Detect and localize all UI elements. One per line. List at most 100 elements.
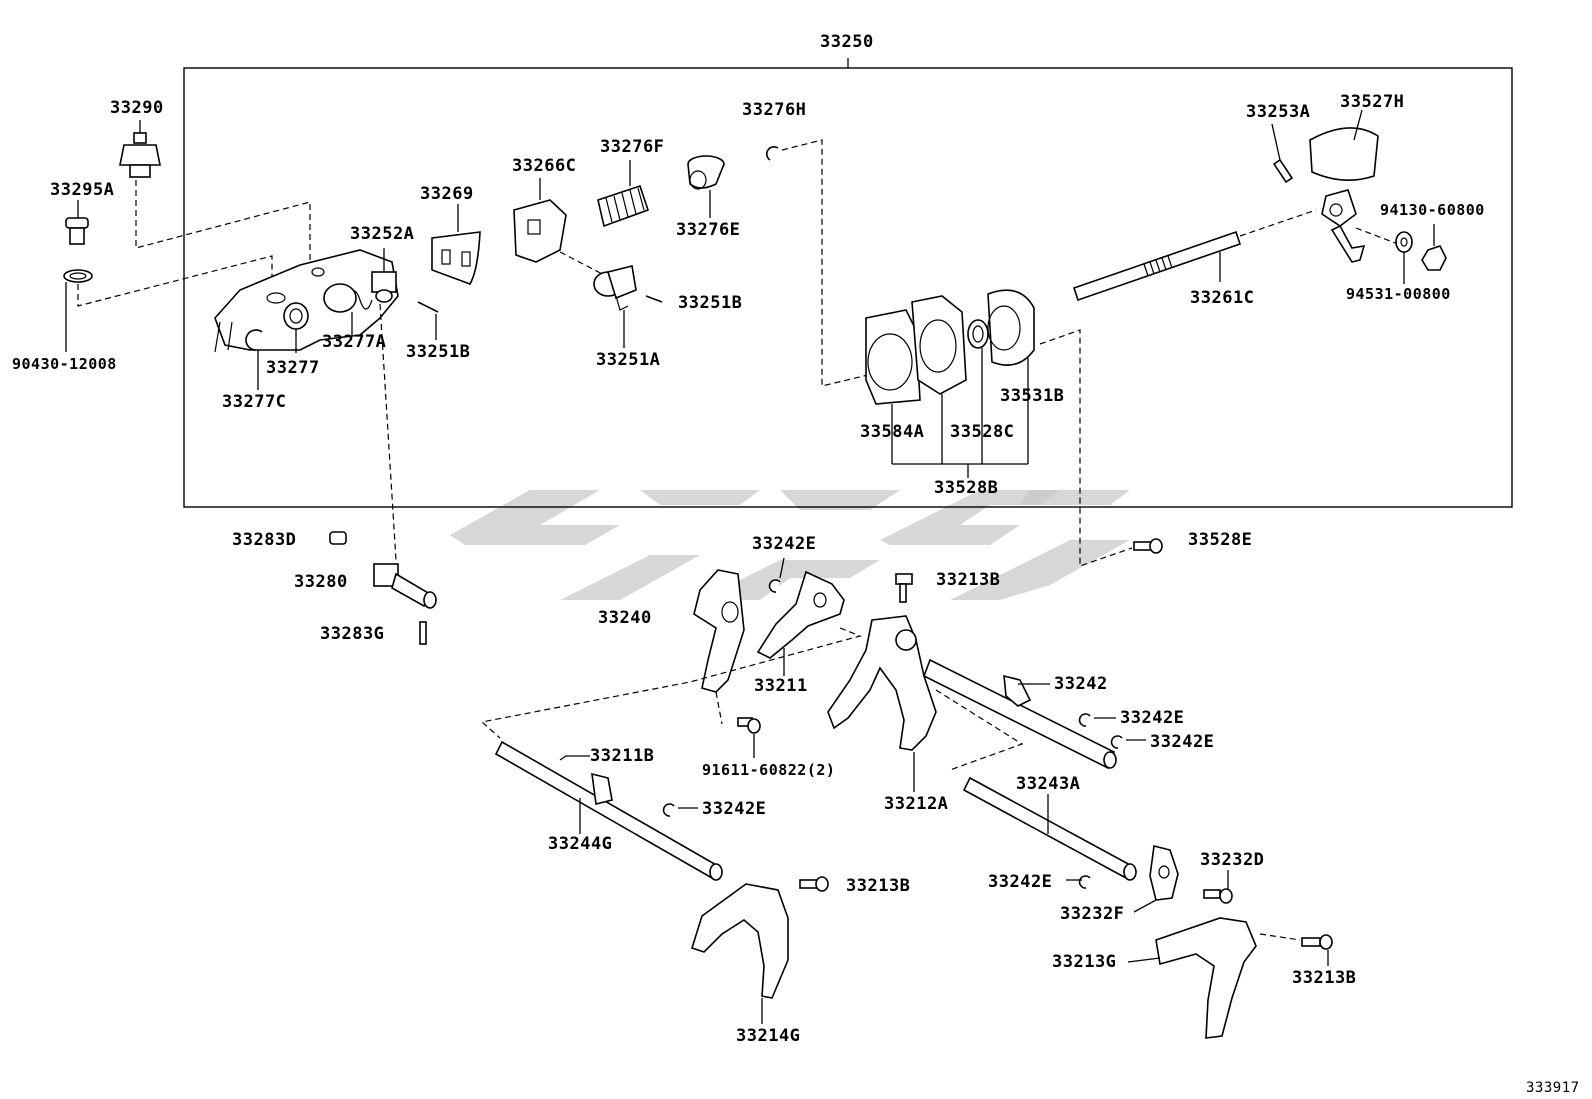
callout-94130-60800: 94130-60800 <box>1380 201 1485 219</box>
assembly-line <box>1039 329 1133 567</box>
nut-part <box>1421 224 1447 271</box>
selector-shaft-part <box>373 563 437 609</box>
callout-33232f: 33232F <box>1060 904 1125 924</box>
spring-part <box>597 160 650 228</box>
pin-part <box>1272 158 1294 184</box>
washer-part <box>1395 231 1413 284</box>
pin-part <box>417 301 439 313</box>
plug-part <box>65 200 89 245</box>
callout-33528b: 33528B <box>934 478 999 498</box>
shift-fork-part <box>691 883 789 1024</box>
callout-33283d: 33283D <box>232 530 297 550</box>
oil-seal-part <box>967 319 989 349</box>
bracket-part <box>513 178 567 263</box>
bolt-part <box>1203 870 1233 904</box>
callout-33280: 33280 <box>294 572 348 592</box>
cover-plate-part <box>865 309 921 405</box>
assembly-line <box>1259 933 1301 941</box>
callout-33269: 33269 <box>420 184 474 204</box>
callout-33528e: 33528E <box>1188 530 1253 550</box>
callout-33276e: 33276E <box>676 220 741 240</box>
callout-33213g: 33213G <box>1052 952 1117 972</box>
snap-ring-part <box>245 329 263 351</box>
snap-ring-part <box>1078 875 1091 889</box>
callout-33214g: 33214G <box>736 1026 801 1046</box>
callout-33243a: 33243A <box>1016 774 1081 794</box>
shift-fork-part <box>827 615 937 792</box>
callout-33250: 33250 <box>820 32 874 52</box>
callout-90430-12008: 90430-12008 <box>12 355 117 373</box>
plug-part <box>329 531 347 545</box>
assembly-line <box>1239 209 1317 237</box>
sensor-switch-part <box>119 120 161 178</box>
pin-part <box>645 295 663 303</box>
bracket-lines <box>891 348 1029 478</box>
assembly-line <box>77 255 273 307</box>
callout-33277: 33277 <box>266 358 320 378</box>
callout-33277c: 33277C <box>222 392 287 412</box>
bolt-part <box>1301 934 1333 966</box>
callout-33242e: 33242E <box>1120 708 1185 728</box>
drawing-number: 333917 <box>1526 1080 1580 1096</box>
snap-ring-part <box>1078 713 1091 727</box>
callout-33283g: 33283G <box>320 624 385 644</box>
callout-33276f: 33276F <box>600 137 665 157</box>
shift-fork-part <box>1127 917 1257 1039</box>
callout-33211: 33211 <box>754 676 808 696</box>
callout-33240: 33240 <box>598 608 652 628</box>
bolt-part <box>1133 538 1163 554</box>
callout-33213b: 33213B <box>846 876 911 896</box>
shift-rail-part <box>922 658 1117 770</box>
shift-shaft-part <box>1072 230 1242 302</box>
callout-33211b: 33211B <box>590 746 655 766</box>
pin-part <box>419 621 427 645</box>
callout-33242e: 33242E <box>988 872 1053 892</box>
callout-33232d: 33232D <box>1200 850 1265 870</box>
bushing-part <box>687 155 725 218</box>
callout-94531-00800: 94531-00800 <box>1346 285 1451 303</box>
callout-33242e: 33242E <box>752 534 817 554</box>
leader-line <box>779 557 785 579</box>
spacer-part <box>283 302 309 353</box>
callout-33251b: 33251B <box>406 342 471 362</box>
housing-part <box>911 295 967 395</box>
gasket-part <box>63 269 93 352</box>
lever-part <box>593 265 637 348</box>
assembly-line <box>935 689 1024 771</box>
shift-inner-lever-part <box>756 570 845 676</box>
callout-33295a: 33295A <box>50 180 115 200</box>
snap-ring-part <box>662 803 675 817</box>
assembly-line <box>480 627 862 739</box>
callout-91611-60822: 91611-60822(2) <box>702 761 836 779</box>
snap-ring-part <box>766 145 779 161</box>
watermark-logo <box>450 490 1130 600</box>
snap-ring-part <box>768 579 781 593</box>
shift-lever-part <box>693 569 745 725</box>
callout-33251a: 33251A <box>596 350 661 370</box>
shift-head-part <box>1133 845 1179 913</box>
callout-33527h: 33527H <box>1340 92 1405 112</box>
callout-33242e: 33242E <box>1150 732 1215 752</box>
assembly-line <box>379 303 397 561</box>
callout-33276h: 33276H <box>742 100 807 120</box>
callout-33242: 33242 <box>1054 674 1108 694</box>
callout-33213b: 33213B <box>936 570 1001 590</box>
callout-33242e: 33242E <box>702 799 767 819</box>
cover-cap-part <box>987 289 1035 366</box>
callout-33244g: 33244G <box>548 834 613 854</box>
callout-33528c: 33528C <box>950 422 1015 442</box>
snap-ring-part <box>1110 735 1123 749</box>
lever-knob-part <box>1271 109 1379 263</box>
assembly-line <box>781 139 873 387</box>
callout-33253a: 33253A <box>1246 102 1311 122</box>
callout-33266c: 33266C <box>512 156 577 176</box>
spring-part <box>323 283 373 335</box>
assembly-boundary <box>183 58 1513 508</box>
callout-33290: 33290 <box>110 98 164 118</box>
callout-33251b: 33251B <box>678 293 743 313</box>
shift-rail-part <box>962 776 1137 881</box>
assembly-line <box>135 180 311 260</box>
assembly-line <box>1355 227 1399 245</box>
callout-33252a: 33252A <box>350 224 415 244</box>
